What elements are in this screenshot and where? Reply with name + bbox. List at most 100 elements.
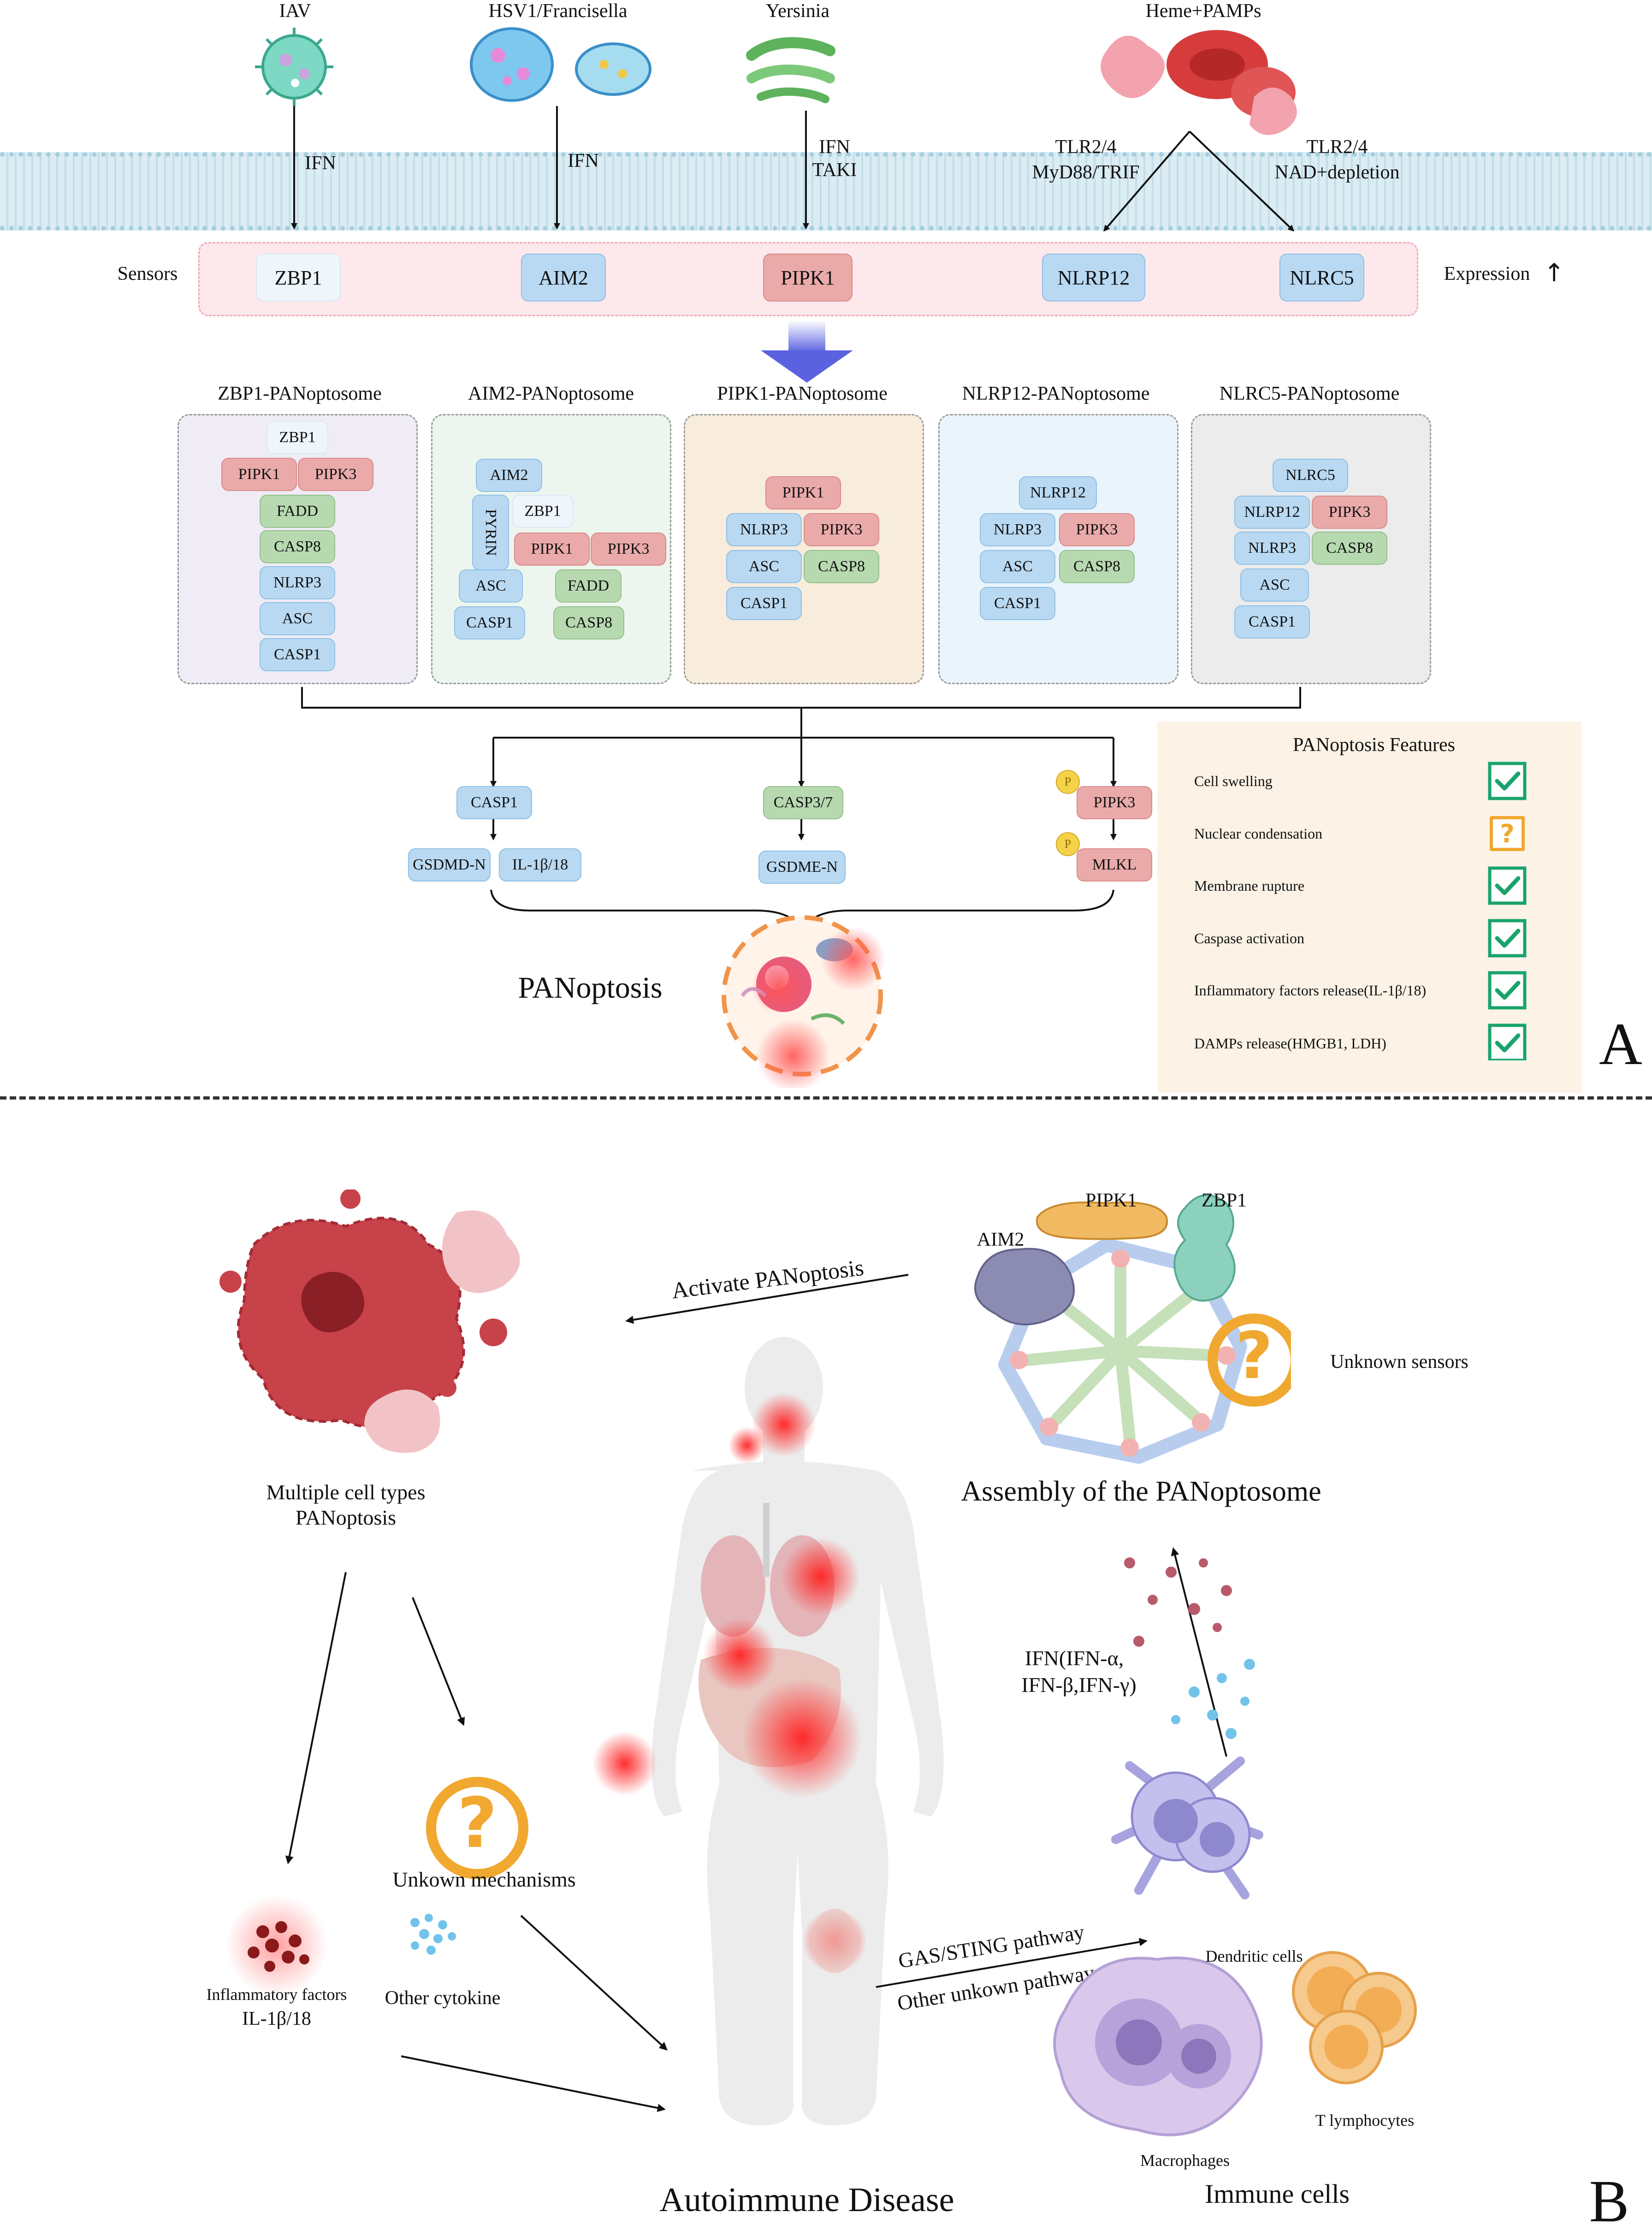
iav-virus-icon — [255, 28, 333, 106]
aim2-complex-casp8: CASP8 — [553, 606, 624, 639]
sensors-title: Sensors — [117, 263, 178, 284]
unknown-sensors-label: Unknown sensors — [1330, 1351, 1468, 1372]
aim2-complex-pipk3: PIPK3 — [591, 532, 666, 566]
aim2-complex-aim2: AIM2 — [476, 459, 542, 492]
arrow-label-ifn-1: IFN — [305, 153, 336, 174]
panoptosome-title-zbp1: ZBP1-PANoptosome — [218, 383, 382, 404]
inflammatory-factors-label-2: IL-1β/18 — [242, 2008, 311, 2029]
panel-letter-b: B — [1589, 2168, 1629, 2235]
unknown-mechanisms-question: ? — [457, 1783, 497, 1863]
aim2-complex-zbp1: ZBP1 — [512, 495, 574, 528]
nlrp12-complex-nlrp3: NLRP3 — [980, 513, 1055, 546]
dendritic-cells-label: Dendritic cells — [1205, 1947, 1303, 1965]
partB-arrows — [285, 1274, 1227, 2112]
expression-up-arrow-icon: ↑ — [1544, 258, 1565, 287]
nlrc5-complex-asc: ASC — [1240, 568, 1309, 602]
pathogen-illustrations — [255, 27, 1297, 135]
panoptotic-cell-illustration — [722, 915, 885, 1088]
aim2-complex-asc: ASC — [459, 569, 523, 603]
exec-pipk3: PIPK3 — [1077, 786, 1152, 819]
pipk1-complex-casp1: CASP1 — [726, 587, 802, 620]
aim2-complex-casp1: CASP1 — [454, 606, 525, 639]
ifn-label-1: IFN(IFN-α, — [1024, 1646, 1124, 1670]
nlrc5-complex-casp1: CASP1 — [1234, 605, 1310, 639]
feature-label-0: Cell swelling — [1194, 773, 1273, 789]
nlrp12-complex-asc: ASC — [980, 550, 1055, 583]
pyrin-label: PYRIN — [482, 509, 499, 556]
panel-nlrc5-panoptosome — [1191, 414, 1431, 684]
human-body-illustration — [592, 1337, 944, 2125]
pipk1-complex-pipk3: PIPK3 — [804, 513, 879, 546]
feature-question-icon: ? — [1490, 816, 1525, 851]
exec-casp37: CASP3/7 — [763, 786, 843, 819]
zbp1-complex-asc: ASC — [260, 602, 335, 635]
assembly-down-arrow-icon — [761, 320, 853, 383]
macrophages-label: Macrophages — [1140, 2151, 1230, 2170]
zbp1-complex-fadd: FADD — [260, 495, 335, 528]
panoptosis-label: PANoptosis — [518, 971, 663, 1005]
arrow-label-ifn-3: IFN — [819, 136, 850, 158]
assembly-title: Assembly of the PANoptosome — [961, 1476, 1321, 1507]
arrow-label-ifn-2: IFN — [568, 150, 599, 172]
pathogen-hsv-label: HSV1/Francisella — [488, 0, 628, 22]
aim2-complex-pyrin: PYRIN — [472, 495, 509, 570]
panel-letter-a: A — [1599, 1011, 1642, 1077]
nlrc5-complex-casp8: CASP8 — [1312, 532, 1387, 565]
ifn-dots — [1124, 1557, 1255, 1739]
panel-nlrp12-panoptosome — [938, 414, 1178, 684]
assembly-question-mark-icon: ? — [1235, 1319, 1273, 1394]
macrophages-icon — [1053, 1957, 1263, 2136]
phospho-mlkl: P — [1056, 832, 1080, 856]
nlrc5-complex-pipk3: PIPK3 — [1312, 496, 1387, 529]
t-lymphocytes-label: T lymphocytes — [1315, 2111, 1415, 2130]
expression-label: Expression — [1444, 263, 1530, 284]
pathogen-arrows — [291, 106, 1295, 232]
inflammatory-factors-label-1: Inflammatory factors — [206, 1985, 347, 2004]
cell-membrane — [0, 152, 1652, 231]
panoptosome-title-aim2: AIM2-PANoptosome — [468, 383, 634, 404]
pathogen-yersinia-label: Yersinia — [765, 0, 830, 22]
nlrc5-complex-nlrc5: NLRC5 — [1273, 459, 1348, 492]
pipk1-complex-casp8: CASP8 — [804, 550, 879, 583]
exec-mlkl: MLKL — [1077, 848, 1152, 881]
unknown-mechanisms-label: Unkown mechanisms — [392, 1868, 576, 1891]
nlrc5-complex-nlrp12: NLRP12 — [1234, 496, 1310, 529]
assembly-label-aim2: AIM2 — [977, 1229, 1024, 1250]
inflammatory-factors-dots — [226, 1895, 327, 1996]
multiple-cell-types-label-1: Multiple cell types — [266, 1480, 426, 1504]
sensor-zbp1: ZBP1 — [256, 254, 341, 302]
exec-gsdme: GSDME-N — [758, 851, 846, 884]
arrow-label-tlr-b: TLR2/4 — [1306, 136, 1368, 158]
arrow-label-tlr-a: TLR2/4 — [1055, 136, 1117, 158]
sensor-pipk1: PIPK1 — [763, 254, 853, 302]
feature-label-5: DAMPs release(HMGB1, LDH) — [1194, 1035, 1386, 1052]
other-cytokine-label: Other cytokine — [385, 1988, 501, 2009]
multiple-cells-illustration — [219, 1189, 520, 1453]
panoptosome-title-pipk1: PIPK1-PANoptosome — [717, 383, 888, 404]
pipk1-complex-pipk1: PIPK1 — [765, 476, 841, 509]
aim2-complex-fadd: FADD — [555, 569, 622, 603]
zbp1-complex-pipk3: PIPK3 — [298, 458, 373, 491]
nlrc5-complex-nlrp3: NLRP3 — [1234, 532, 1310, 565]
phospho-pipk3: P — [1056, 770, 1080, 794]
assembly-label-zbp1: ZBP1 — [1201, 1190, 1247, 1211]
pathogen-iav-label: IAV — [279, 0, 311, 22]
hsv-virus-icon — [470, 27, 651, 102]
arrow-label-taki: TAKI — [812, 160, 857, 181]
panoptosome-title-nlrc5: NLRC5-PANoptosome — [1219, 383, 1400, 404]
zbp1-complex-casp8: CASP8 — [260, 530, 335, 563]
feature-label-3: Caspase activation — [1194, 930, 1305, 946]
sensor-nlrp12: NLRP12 — [1042, 254, 1145, 302]
other-cytokine-dots — [410, 1914, 456, 1955]
zbp1-complex-zbp1: ZBP1 — [266, 421, 328, 454]
nlrp12-complex-pipk3: PIPK3 — [1059, 513, 1135, 546]
nlrp12-complex-nlrp12: NLRP12 — [1019, 476, 1097, 509]
feature-label-1: Nuclear condensation — [1194, 825, 1323, 842]
panoptosome-assembly-illustration — [974, 1194, 1291, 1464]
immune-cells-illustration — [1053, 1757, 1417, 2136]
unknown-mechanisms-icon — [426, 1777, 528, 1879]
nlrp12-complex-casp1: CASP1 — [980, 587, 1055, 620]
section-divider — [0, 1096, 1652, 1100]
ifn-label-2: IFN-β,IFN-γ) — [1021, 1673, 1137, 1697]
zbp1-complex-nlrp3: NLRP3 — [260, 566, 335, 599]
